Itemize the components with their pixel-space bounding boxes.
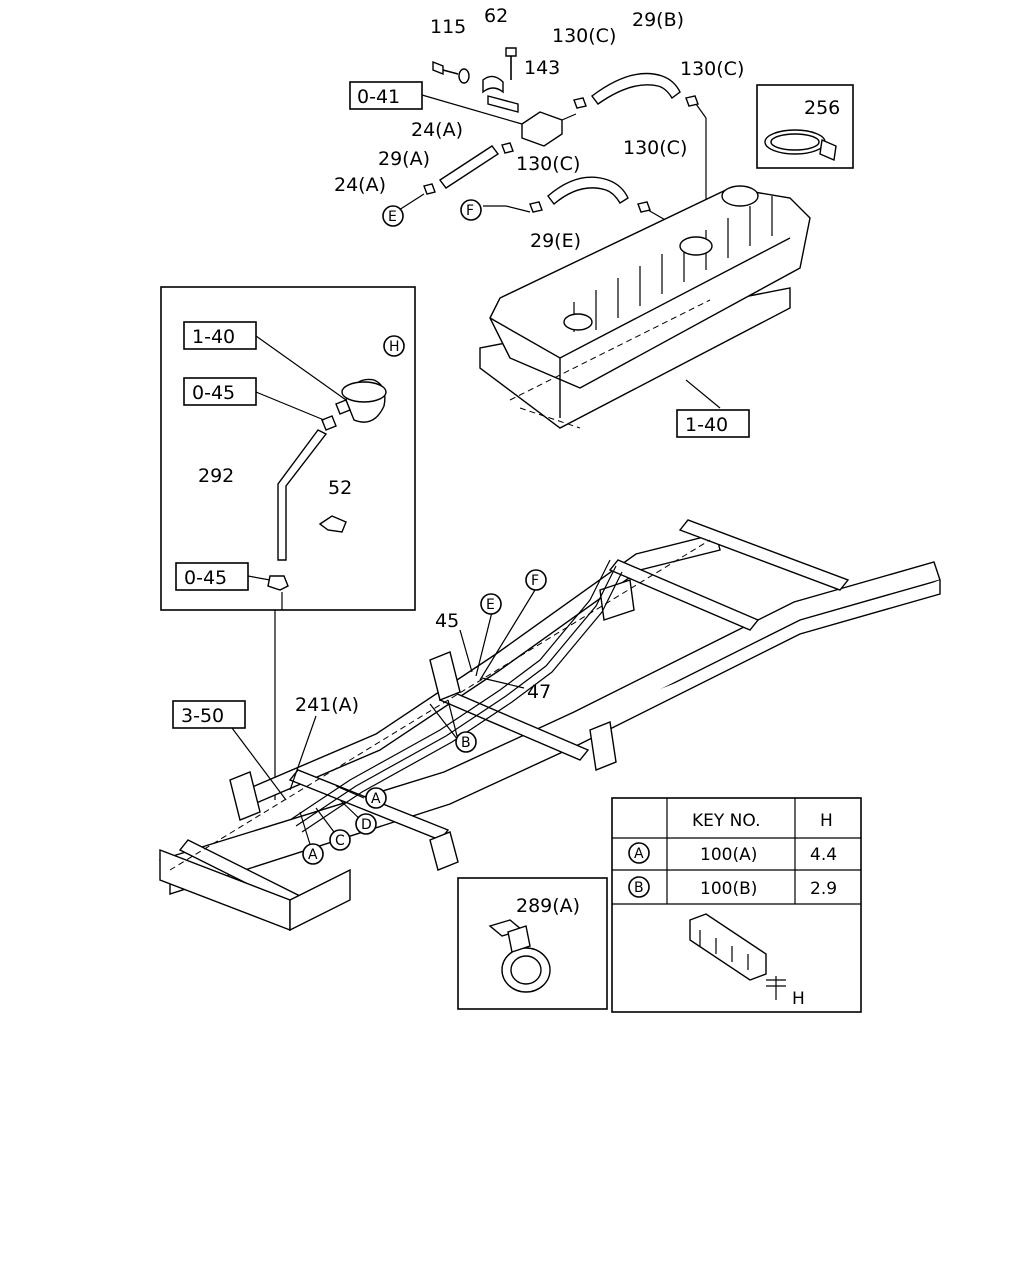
key-table xyxy=(611,797,862,1013)
callout-circle-f-top xyxy=(460,199,482,221)
table-h-b: 2.9 xyxy=(810,879,837,899)
inset-289a xyxy=(457,877,608,1010)
label-143: 143 xyxy=(524,57,560,79)
label-292: 292 xyxy=(198,465,234,487)
ref-140-inset: 1-40 xyxy=(192,326,235,348)
table-h-a: 4.4 xyxy=(810,845,837,865)
table-header-key: KEY NO. xyxy=(692,811,761,831)
label-115: 115 xyxy=(430,16,466,38)
table-mark-b: B xyxy=(634,880,644,896)
ref-045-top: 0-45 xyxy=(192,382,235,404)
ref-140-tank: 1-40 xyxy=(685,414,728,436)
label-256: 256 xyxy=(804,97,840,119)
label-29e: 29(E) xyxy=(530,230,581,252)
table-mark-circle-a xyxy=(628,842,650,864)
callout-a-frame-1: A xyxy=(371,791,381,807)
table-dim-label: H xyxy=(792,989,805,1009)
label-29a: 29(A) xyxy=(378,148,430,170)
ref-045-bottom: 0-45 xyxy=(184,567,227,589)
callout-circle-e-frame xyxy=(480,593,502,615)
ref-box-045-bottom xyxy=(175,562,249,591)
callout-e-frame: E xyxy=(486,597,495,613)
label-130c-3: 130(C) xyxy=(516,153,580,175)
label-130c-1: 130(C) xyxy=(552,25,616,47)
callout-circle-f-frame xyxy=(525,569,547,591)
callout-f-top: F xyxy=(466,203,474,219)
callout-a-frame-2: A xyxy=(308,847,318,863)
callout-circle-b-frame xyxy=(455,731,477,753)
table-key-a: 100(A) xyxy=(700,845,757,865)
callout-circle-a-frame-1 xyxy=(365,787,387,809)
callout-circle-e-top xyxy=(382,205,404,227)
callout-c-frame: C xyxy=(335,833,345,849)
table-mark-a: A xyxy=(634,846,644,862)
callout-e-top: E xyxy=(388,209,397,225)
table-header-h: H xyxy=(820,811,833,831)
ref-box-350 xyxy=(172,700,246,729)
inset-256 xyxy=(756,84,854,169)
fuel-tank xyxy=(479,185,811,429)
ref-350: 3-50 xyxy=(181,705,224,727)
callout-circle-c-frame xyxy=(329,829,351,851)
fuel-filter-assembly xyxy=(398,47,707,241)
ref-box-045-top xyxy=(183,377,257,406)
label-24a-1: 24(A) xyxy=(411,119,463,141)
label-29b: 29(B) xyxy=(632,9,684,31)
table-key-b: 100(B) xyxy=(700,879,757,899)
callout-circle-d-frame xyxy=(355,813,377,835)
label-45: 45 xyxy=(435,610,459,632)
label-24a-2: 24(A) xyxy=(334,174,386,196)
callout-d-frame: D xyxy=(361,817,372,833)
table-mark-circle-b xyxy=(628,876,650,898)
label-52: 52 xyxy=(328,477,352,499)
label-241a: 241(A) xyxy=(295,694,359,716)
callout-circle-h-inset xyxy=(383,335,405,357)
label-62: 62 xyxy=(484,5,508,27)
ref-box-140-inset xyxy=(183,321,257,350)
label-289a: 289(A) xyxy=(516,895,580,917)
callout-b-frame: B xyxy=(461,735,471,751)
ref-041: 0-41 xyxy=(357,86,400,108)
callout-f-frame: F xyxy=(531,573,539,589)
label-130c-2: 130(C) xyxy=(680,58,744,80)
ref-box-140-tank xyxy=(676,409,750,438)
callout-circle-a-frame-2 xyxy=(302,843,324,865)
label-130c-4: 130(C) xyxy=(623,137,687,159)
label-47: 47 xyxy=(527,681,551,703)
callout-h-inset: H xyxy=(389,339,400,355)
